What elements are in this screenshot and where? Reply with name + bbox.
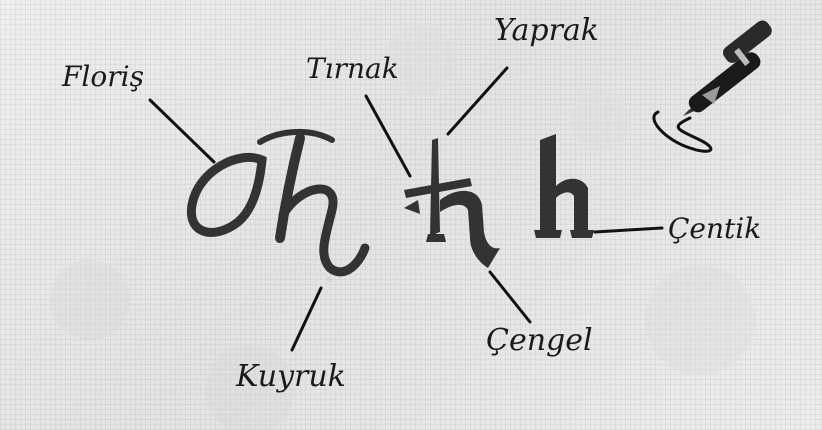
fountain-pen-icon <box>654 18 775 152</box>
pointer-floris <box>150 100 214 162</box>
script-h-glyph <box>191 132 365 272</box>
label-floris: Floriş <box>61 60 144 93</box>
label-kuyruk: Kuyruk <box>235 359 346 394</box>
pointer-centik <box>595 228 662 232</box>
pointer-tirnak <box>366 96 410 176</box>
pointer-cengel <box>490 272 530 322</box>
blackletter-h-glyph <box>534 134 594 238</box>
label-centik: Çentik <box>668 212 761 245</box>
pointer-kuyruk <box>292 288 321 350</box>
label-tirnak: Tırnak <box>306 52 399 85</box>
label-yaprak: Yaprak <box>494 13 599 48</box>
label-cengel: Çengel <box>486 323 593 358</box>
fraktur-h-glyph <box>404 138 500 268</box>
pointer-yaprak <box>448 68 507 134</box>
